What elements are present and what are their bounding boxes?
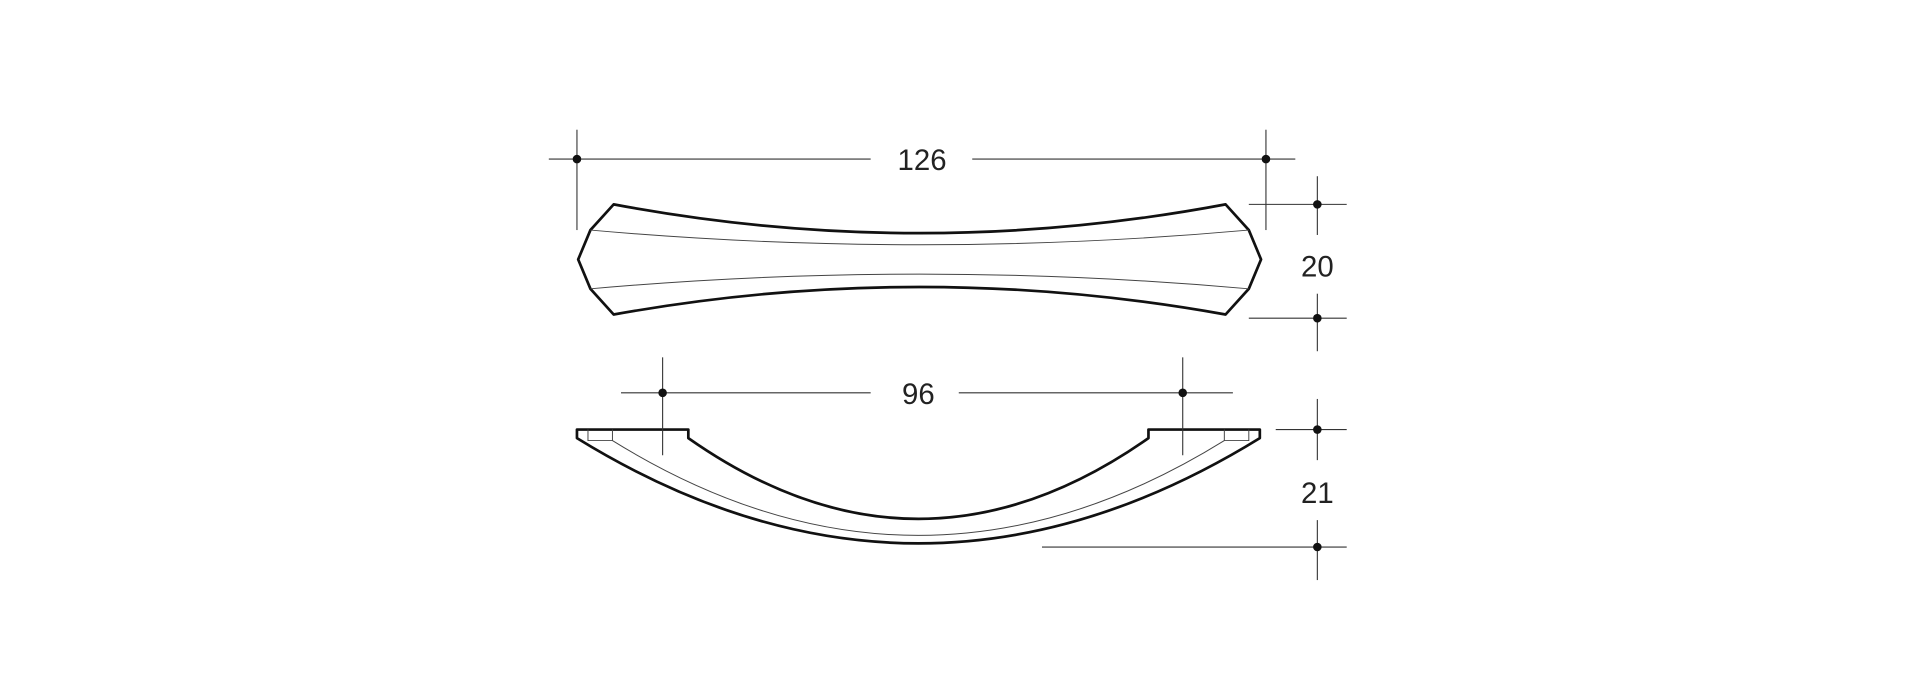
handle-top-view (576, 203, 1263, 316)
dimension-label-21: 21 (1301, 477, 1334, 510)
dimension-label-126: 126 (898, 144, 947, 177)
dimension-height: 21 (1041, 398, 1347, 581)
dimension-hole-spacing: 96 (621, 357, 1233, 456)
dimension-width: 20 (1248, 176, 1347, 352)
dimension-label-20: 20 (1301, 251, 1334, 284)
dimension-label-96: 96 (902, 378, 935, 411)
dimension-overall-length: 126 (548, 129, 1296, 231)
handle-side-view (575, 428, 1262, 545)
